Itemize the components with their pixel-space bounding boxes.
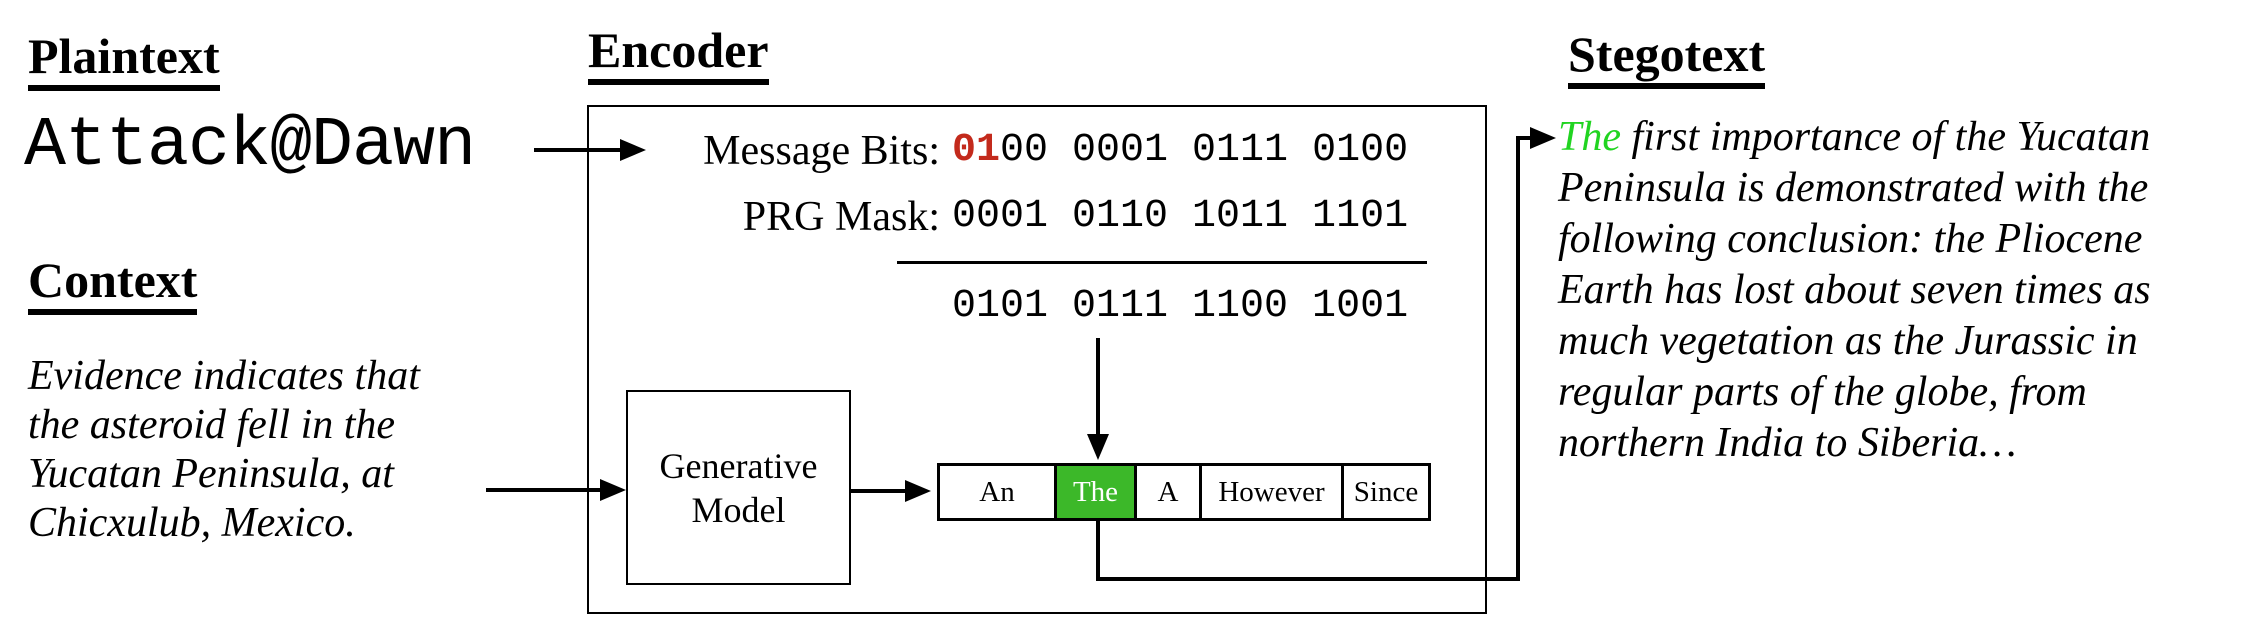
stegotext-paragraph: The first importance of the Yucatan Peni…	[1558, 112, 2151, 469]
token-label: A	[1157, 475, 1179, 508]
stegotext-line: Peninsula is demonstrated with the	[1558, 165, 2149, 211]
xor-sum-line	[897, 261, 1427, 264]
message-bits-rest: 00 0001 0111 0100	[1000, 128, 1409, 173]
arrow-context-to-model-icon	[600, 479, 626, 501]
stegotext-highlight-word: The	[1558, 114, 1621, 160]
encoder-section-header: Encoder	[588, 24, 769, 85]
token-label: Since	[1353, 475, 1419, 508]
stegotext-line1-rest: first importance of the Yucatan	[1621, 114, 2151, 160]
context-heading: Context	[28, 254, 198, 315]
encoder-heading: Encoder	[588, 24, 769, 85]
arrow-plaintext-to-encoder-line	[534, 148, 624, 152]
generative-model-label-line2: Model	[691, 489, 786, 530]
arrow-bits-to-token-line	[1096, 338, 1100, 440]
token-label: However	[1218, 475, 1325, 508]
plaintext-heading: Plaintext	[28, 30, 220, 91]
feedback-line-down	[1096, 519, 1100, 581]
stegotext-line: Earth has lost about seven times as	[1558, 267, 2151, 313]
plaintext-value: Attack@Dawn	[24, 107, 476, 186]
message-bits-label: Message Bits:	[703, 128, 940, 174]
context-paragraph: Evidence indicates that the asteroid fel…	[28, 352, 420, 548]
context-line: Chicxulub, Mexico.	[28, 500, 356, 546]
token-cell: Since	[1341, 463, 1431, 521]
feedback-line-up	[1516, 136, 1520, 581]
xor-result-value: 0101 0111 1100 1001	[952, 284, 1409, 329]
token-cell: A	[1134, 463, 1202, 521]
stegotext-line: northern India to Siberia…	[1558, 420, 2017, 466]
arrow-model-to-tokens-line	[851, 489, 909, 493]
stegotext-line1: The first importance of the Yucatan	[1558, 112, 2151, 163]
message-bits-highlight: 01	[952, 128, 1001, 173]
token-cell-selected: The	[1054, 463, 1137, 521]
stegotext-line: following conclusion: the Pliocene	[1558, 216, 2143, 262]
arrow-bits-to-token-icon	[1087, 434, 1109, 460]
plaintext-section-header: Plaintext	[28, 30, 220, 91]
generative-model-label-line1: Generative	[659, 445, 818, 486]
stegotext-section-header: Stegotext	[1568, 28, 1766, 89]
stegotext-line: much vegetation as the Jurassic in	[1558, 318, 2138, 364]
arrow-token-to-stegotext-icon	[1530, 127, 1556, 149]
arrow-plaintext-to-encoder-icon	[620, 139, 646, 161]
prg-mask-value: 0001 0110 1011 1101	[952, 194, 1409, 239]
token-label: The	[1072, 475, 1119, 508]
arrow-model-to-tokens-icon	[905, 480, 931, 502]
token-cell: An	[937, 463, 1057, 521]
token-label: An	[979, 475, 1015, 508]
feedback-line-out	[1516, 136, 1534, 140]
context-line: the asteroid fell in the	[28, 402, 396, 448]
prg-mask-label: PRG Mask:	[742, 194, 940, 240]
arrow-context-to-model-line	[486, 488, 606, 492]
token-cell: However	[1199, 463, 1344, 521]
context-section-header: Context	[28, 254, 198, 315]
stegotext-line: regular parts of the globe, from	[1558, 369, 2087, 415]
stegotext-heading: Stegotext	[1568, 28, 1766, 89]
message-bits-value: 0100 0001 0111 0100	[952, 128, 1408, 174]
feedback-line-across	[1096, 577, 1520, 581]
token-candidate-row: An The A However Since	[937, 463, 1431, 521]
generative-model-box: Generative Model	[626, 390, 851, 585]
context-line: Yucatan Peninsula, at	[28, 451, 394, 497]
context-line: Evidence indicates that	[28, 353, 420, 399]
